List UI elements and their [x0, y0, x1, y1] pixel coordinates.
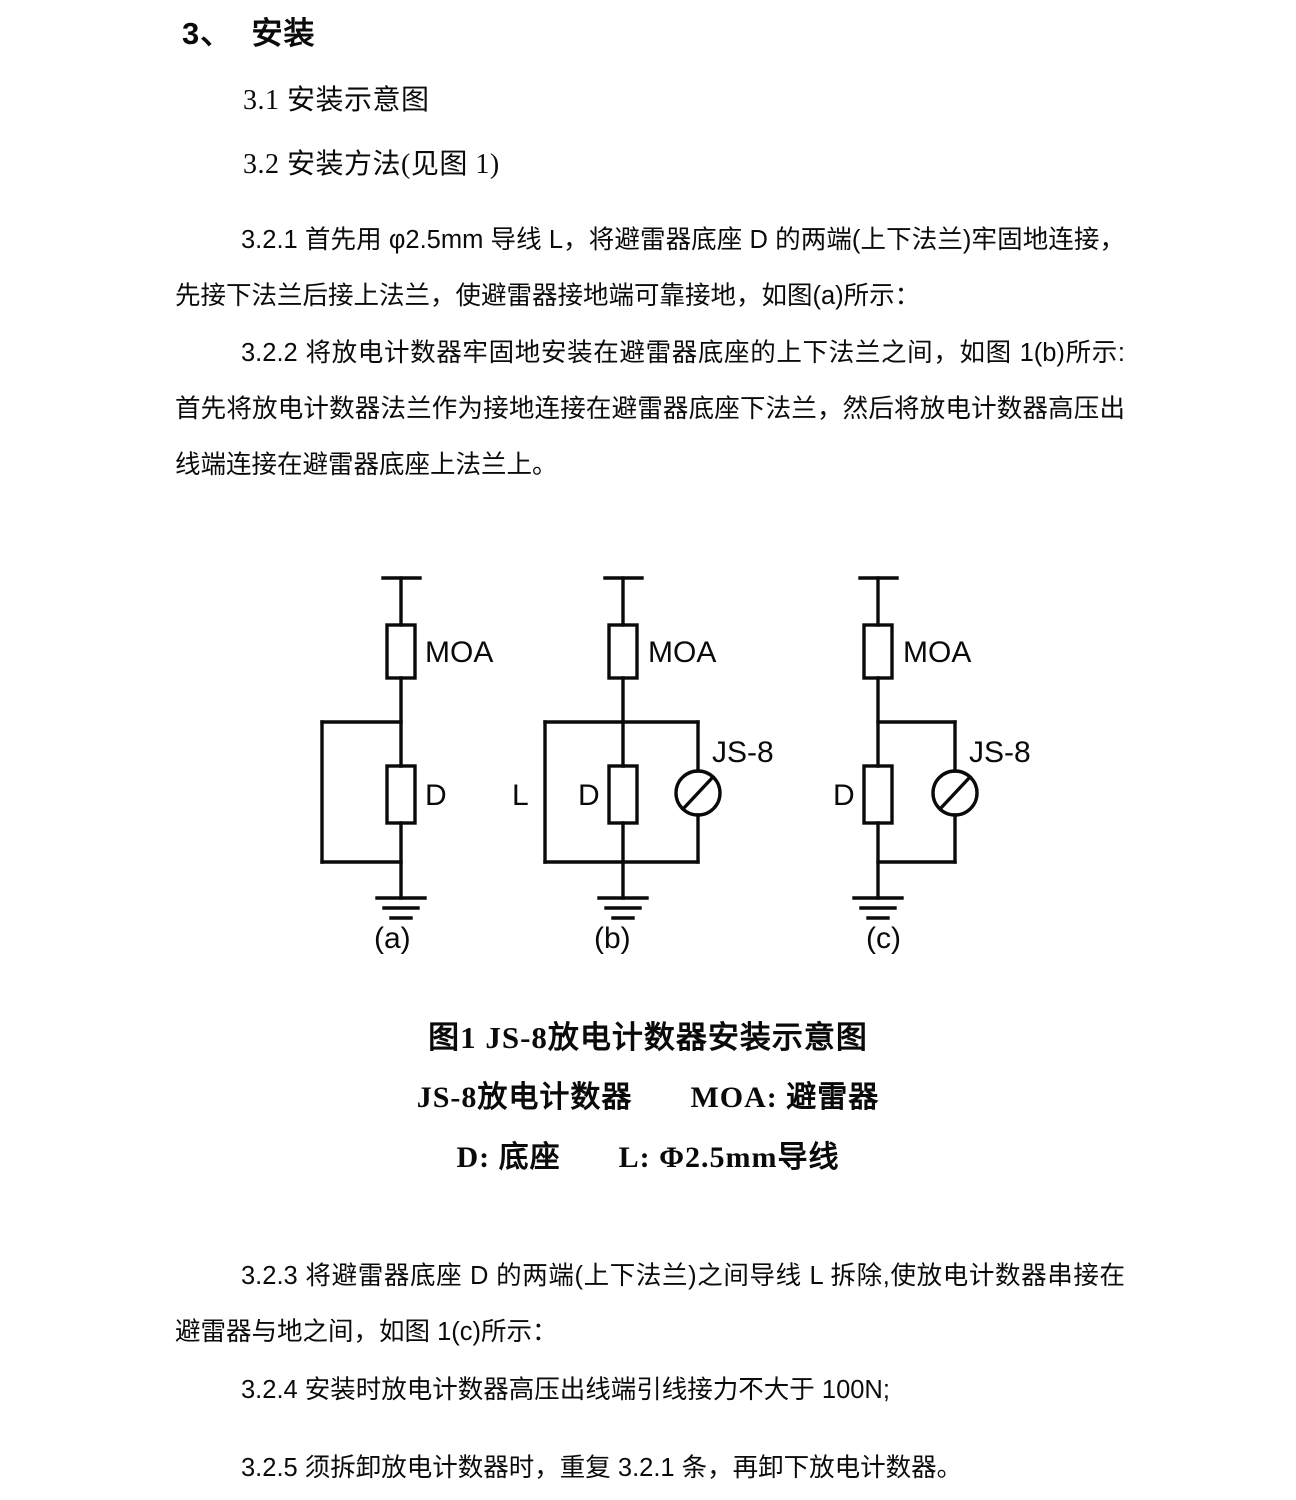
diagram-a: [320, 576, 427, 920]
counter-symbol-b: [674, 769, 722, 817]
paragraph-3-2-2: 3.2.2 将放电计数器牢固地安装在避雷器底座的上下法兰之间，如图 1(b)所示…: [175, 339, 1125, 479]
label-base-c: D: [833, 779, 855, 812]
paragraph-3-2-4: 3.2.4 安装时放电计数器高压出线端引线接力不大于 100N;: [241, 1376, 890, 1404]
counter-symbol-c: [931, 769, 979, 817]
diagram-b: [543, 576, 700, 920]
label-moa-b: MOA: [648, 636, 716, 669]
circuit-diagram-svg: MOA D MOA D L JS-8 MOA D JS-8: [320, 576, 1031, 920]
label-counter-b: JS-8: [712, 736, 774, 769]
paragraph-3-2-3: 3.2.3 将避雷器底座 D 的两端(上下法兰)之间导线 L 拆除,使放电计数器…: [175, 1262, 1125, 1346]
legend-base: D: 底座: [456, 1141, 561, 1174]
label-counter-c: JS-8: [969, 736, 1031, 769]
figure-legend-row-2: D: 底座 L: Φ2.5mm导线: [0, 1132, 1296, 1176]
legend-wire: L: Φ2.5mm导线: [618, 1141, 840, 1174]
legend-moa: MOA: 避雷器: [690, 1081, 880, 1114]
subfigure-label-c: (c): [866, 922, 901, 955]
label-base-a: D: [425, 779, 447, 812]
figure-1-circuit-diagrams: MOA D MOA D L JS-8 MOA D JS-8: [0, 540, 1296, 980]
label-wire-b: L: [512, 779, 529, 812]
figure-caption-title: 图1 JS-8放电计数器安装示意图: [428, 1020, 868, 1055]
paragraph-3-2-5: 3.2.5 须拆卸放电计数器时，重复 3.2.1 条，再卸下放电计数器。: [241, 1454, 963, 1482]
label-moa-a: MOA: [425, 636, 493, 669]
subfigure-label-a: (a): [374, 922, 411, 955]
diagram-c: [852, 576, 957, 920]
subheading-3-1: 3.1 安装示意图: [243, 85, 430, 116]
label-base-b: D: [578, 779, 600, 812]
figure-legend-row-1: JS-8放电计数器 MOA: 避雷器: [0, 1072, 1296, 1116]
paragraph-3-2-1: 3.2.1 首先用 φ2.5mm 导线 L，将避雷器底座 D 的两端(上下法兰)…: [175, 226, 1125, 310]
legend-counter: JS-8放电计数器: [416, 1081, 633, 1114]
page-title: 3、 安装: [182, 16, 316, 51]
subfigure-label-b: (b): [594, 922, 631, 955]
label-moa-c: MOA: [903, 636, 971, 669]
subheading-3-2: 3.2 安装方法(见图 1): [243, 149, 500, 180]
